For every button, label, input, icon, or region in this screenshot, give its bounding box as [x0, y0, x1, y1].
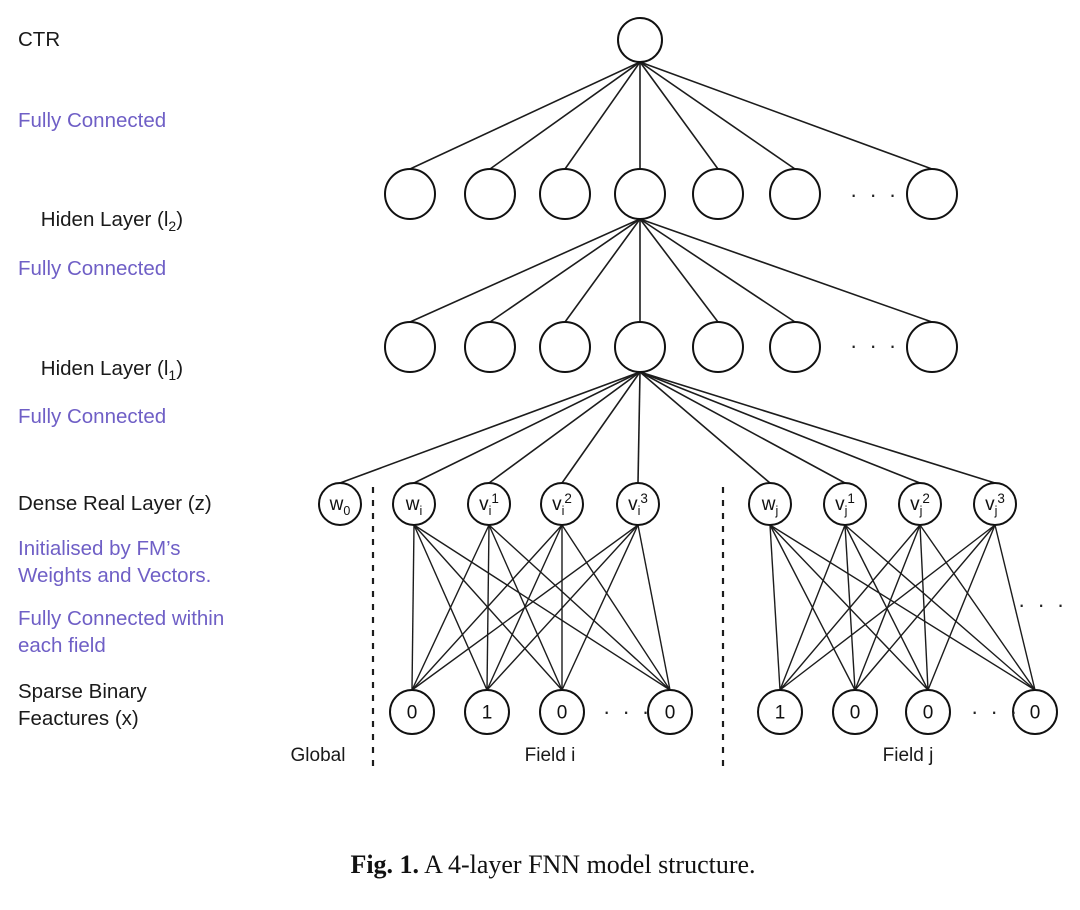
hidden2-node-3 [539, 168, 591, 220]
edges-hidden1-to-dense [339, 371, 996, 484]
group-label-field-i: Field i [524, 745, 576, 766]
dense-node-label-3: vi1 [479, 491, 499, 518]
row-label-fully-connected-3: Fully Connected [18, 109, 167, 132]
dense-right-ellipsis: · · · [1018, 592, 1068, 617]
field-separators [371, 487, 725, 770]
row-label-field-fc-line1: Fully Connected within [18, 607, 225, 630]
dense-node-v-j-3 [973, 482, 1017, 526]
dense-node-w-j [748, 482, 792, 526]
input-node-field-j-3 [905, 689, 951, 735]
hidden2-node-7 [906, 168, 958, 220]
input-node-field-i-2 [464, 689, 510, 735]
input-node-field-i-label-3: 0 [557, 703, 568, 724]
row-label-hidden-layer-1: Hiden Layer (l1) [18, 328, 183, 416]
figure-caption: Fig. 1. A 4-layer FNN model structure. [0, 820, 1080, 910]
dense-node-v-j-2 [898, 482, 942, 526]
edges-hidden2-to-hidden1 [409, 218, 933, 323]
dense-node-label-6: wj [761, 494, 779, 518]
row-label-fully-connected-1: Fully Connected [18, 405, 167, 428]
group-label-field-j: Field j [882, 745, 934, 766]
row-label-init-note-line2: Weights and Vectors. [18, 564, 212, 587]
hidden2-ellipsis: · · · [850, 182, 900, 207]
input-node-field-i-4 [647, 689, 693, 735]
group-label-global: Global [290, 745, 346, 766]
figure-caption-head: Fig. 1. [350, 850, 420, 879]
hidden1-node-1 [384, 321, 436, 373]
dense-node-label-1: w0 [329, 494, 351, 518]
figure-fnn-architecture: w0 wi vi1 vi2 vi3 wj vj1 vj2 vj3 0 1 0 0 1 0 0 0 CTR Fu… [18, 17, 1068, 879]
dense-node-w-i [392, 482, 436, 526]
figure-caption-text: A 4-layer FNN model structure. [419, 850, 756, 879]
row-label-ctr: CTR [18, 28, 61, 51]
input-node-field-i-3 [539, 689, 585, 735]
dense-node-label-5: vi3 [628, 491, 648, 518]
dense-node-v-i-2 [540, 482, 584, 526]
input-node-field-j-4 [1012, 689, 1058, 735]
row-label-hidden-layer-2: Hiden Layer (l2) [18, 179, 183, 267]
input-node-field-j-label-1: 1 [775, 703, 786, 724]
row-label-dense-real-layer: Dense Real Layer (z) [18, 492, 212, 515]
dense-node-label-2: wi [405, 494, 423, 518]
input-node-field-j-1 [757, 689, 803, 735]
input-field-i-ellipsis: · · · [603, 699, 653, 724]
hidden1-ellipsis: · · · [850, 333, 900, 358]
hidden1-node-5 [692, 321, 744, 373]
row-label-hidden-layer-1-text: Hiden Layer (l1) [40, 357, 184, 384]
dense-node-label-8: vj2 [910, 491, 930, 518]
hidden2-node-4 [614, 168, 666, 220]
dense-node-label-4: vi2 [552, 491, 572, 518]
hidden1-node-7 [906, 321, 958, 373]
hidden1-node-4 [614, 321, 666, 373]
input-field-j-ellipsis: · · · [971, 699, 1021, 724]
hidden2-node-5 [692, 168, 744, 220]
dense-node-v-j-1 [823, 482, 867, 526]
output-node-ctr [617, 17, 663, 63]
row-label-field-fc-line2: each field [18, 634, 106, 657]
row-label-sparse-line1: Sparse Binary [18, 680, 147, 703]
input-node-field-i-1 [389, 689, 435, 735]
input-node-field-j-label-3: 0 [923, 703, 934, 724]
edges-output-to-hidden2 [409, 61, 933, 170]
row-label-init-note-line1: Initialised by FM’s [18, 537, 181, 560]
dense-node-label-7: vj1 [835, 491, 855, 518]
input-node-field-i-label-1: 0 [407, 703, 418, 724]
edges-dense-to-input [411, 524, 1036, 691]
dense-node-w-0 [318, 482, 362, 526]
input-node-field-j-2 [832, 689, 878, 735]
hidden2-layer-nodes [384, 168, 958, 220]
row-label-sparse-line2: Feactures (x) [18, 707, 139, 730]
input-node-field-i-label-4: 0 [665, 703, 676, 724]
dense-node-v-i-1 [467, 482, 511, 526]
dense-layer-nodes: w0 wi vi1 vi2 vi3 wj vj1 vj2 vj3 [318, 482, 1017, 526]
dense-node-v-i-3 [616, 482, 660, 526]
hidden2-node-1 [384, 168, 436, 220]
hidden1-layer-nodes [384, 321, 958, 373]
input-node-field-i-label-2: 1 [482, 703, 493, 724]
row-label-hidden-layer-2-text: Hiden Layer (l2) [40, 208, 184, 235]
row-label-fully-connected-2: Fully Connected [18, 257, 167, 280]
network-diagram: w0 wi vi1 vi2 vi3 wj vj1 vj2 vj3 0 1 0 0 1 0 0 0 [318, 17, 1058, 770]
input-layer-nodes: 0 1 0 0 1 0 0 0 [389, 689, 1058, 735]
hidden2-node-6 [769, 168, 821, 220]
input-node-field-j-label-2: 0 [850, 703, 861, 724]
hidden1-node-6 [769, 321, 821, 373]
hidden1-node-2 [464, 321, 516, 373]
dense-node-label-9: vj3 [985, 491, 1005, 518]
hidden1-node-3 [539, 321, 591, 373]
hidden2-node-2 [464, 168, 516, 220]
output-layer-nodes [617, 17, 663, 63]
input-node-field-j-label-4: 0 [1030, 703, 1041, 724]
